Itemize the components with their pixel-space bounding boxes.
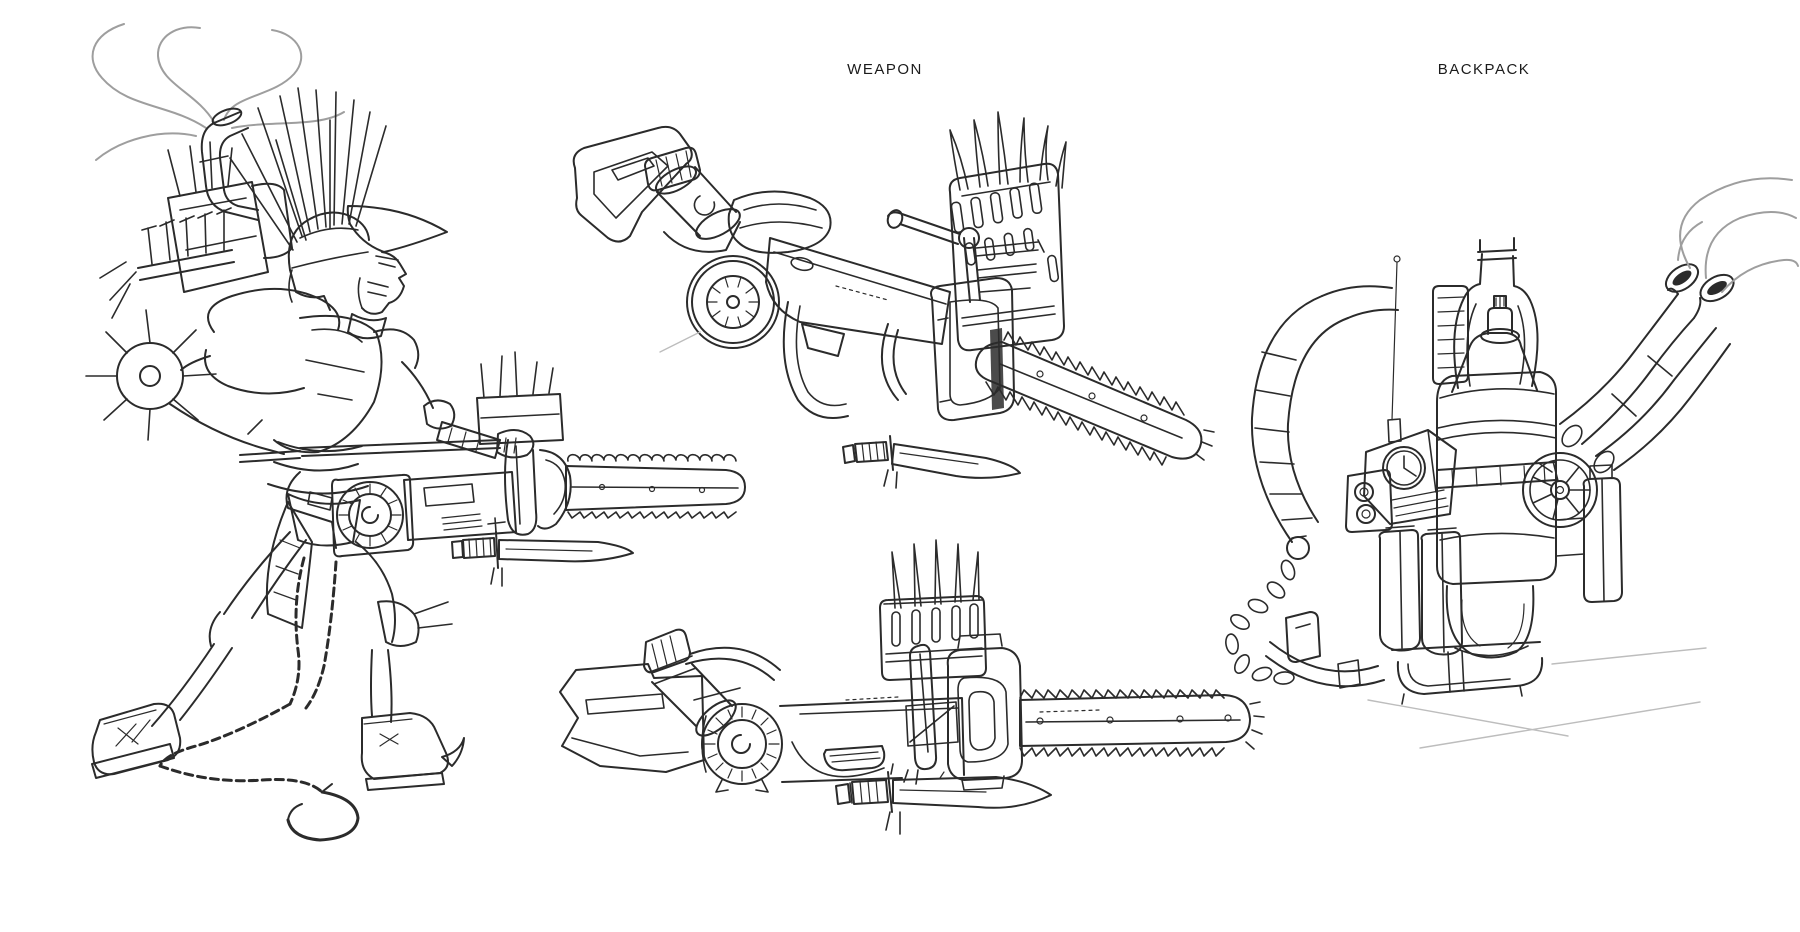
connector-box: [1346, 470, 1392, 532]
shoulder-strap: [1252, 286, 1398, 559]
helmet: [289, 206, 447, 310]
side-canisters: [1380, 526, 1463, 655]
smoke-wisps: [93, 24, 344, 160]
right-canister: [1556, 465, 1622, 602]
handle-frame: [574, 127, 692, 242]
hips-tabard: [267, 494, 360, 628]
fuel-canister: [645, 148, 744, 252]
saw-bar: [976, 332, 1214, 465]
back-rig: [100, 142, 292, 318]
bayonet-knife: [843, 436, 1020, 488]
saw-bar: [1020, 690, 1264, 756]
weapon-label: WEAPON: [847, 61, 923, 78]
weapon-side-sketch: [560, 540, 1264, 834]
left-arm-spiked-couter: [86, 310, 284, 454]
held-chainsaw-weapon: [240, 352, 745, 586]
bayonet-knife: [452, 518, 633, 586]
right-arm: [402, 362, 533, 458]
fuel-canister: [644, 630, 780, 742]
spiked-ammo-box: [477, 352, 563, 444]
top-brackets: [1454, 238, 1537, 388]
antenna: [1388, 256, 1401, 442]
spiked-plate: [950, 112, 1066, 350]
rear-housing: [931, 278, 1014, 420]
exhaust-stack: [200, 105, 258, 220]
boiler-tank: [1437, 296, 1556, 584]
stock-frame: [560, 664, 704, 772]
torso-armor: [205, 289, 418, 510]
base-frame: [1392, 642, 1542, 704]
spiked-plate: [880, 540, 986, 680]
backpack-sketch: [1224, 178, 1798, 748]
chain-and-hook: [160, 558, 358, 840]
main-body: [766, 238, 950, 418]
collar-cylinder: [729, 191, 831, 252]
exhaust-pipes: [1558, 259, 1738, 477]
saw-bar: [566, 455, 745, 518]
motor-fan: [660, 256, 779, 352]
pivot-bracket: [885, 208, 1044, 302]
ground-hint-lines: [1368, 648, 1706, 748]
mohawk: [230, 88, 386, 250]
valve-wheel: [1523, 453, 1597, 527]
clamp-band: [910, 645, 936, 769]
character-sketch: [86, 24, 745, 840]
motor-fan: [332, 475, 413, 557]
smoke-wisps: [1678, 178, 1798, 292]
bayonet-knife: [836, 764, 1051, 834]
gauge-box: [1364, 430, 1456, 524]
heat-shield: [1433, 286, 1468, 384]
motor-fan: [702, 704, 782, 792]
face-mask: [348, 252, 406, 338]
weapon-three-quarter-sketch: [574, 112, 1214, 488]
hand-guard: [538, 450, 571, 529]
backpack-label: BACKPACK: [1437, 61, 1531, 78]
rear-grip: [505, 440, 536, 535]
waist-strap: [1266, 612, 1384, 688]
legs-boots: [92, 532, 464, 790]
main-body: [780, 697, 964, 782]
hanging-chain: [1224, 559, 1297, 685]
